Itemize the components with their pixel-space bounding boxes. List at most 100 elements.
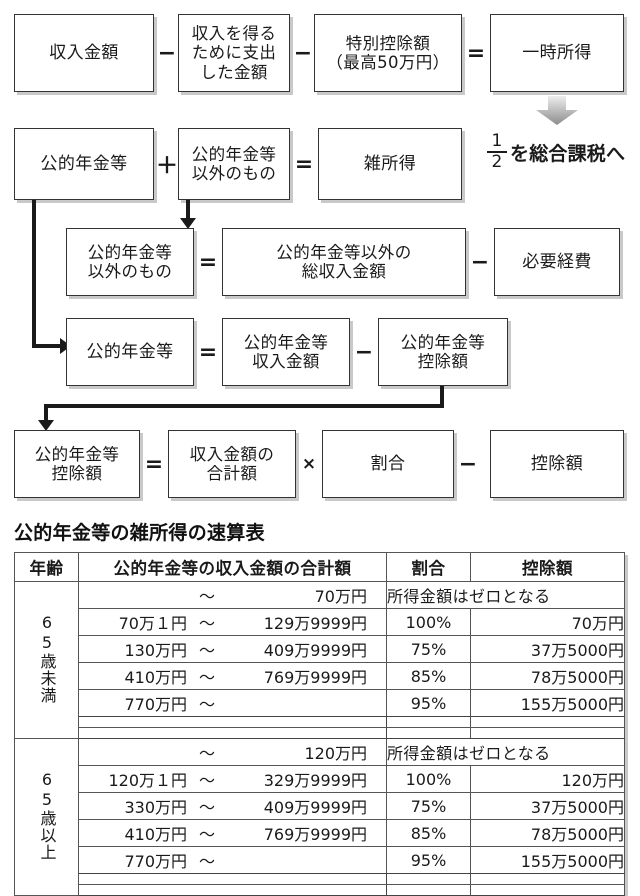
- amount-lower: 410万円: [124, 668, 187, 687]
- box-rate: 割合: [322, 430, 454, 498]
- table-row: 770万円～95%155万5000円: [15, 689, 625, 717]
- table-spacer-row: [15, 716, 625, 728]
- rate-cell: 85%: [386, 819, 471, 847]
- header-deduction: 控除額: [470, 552, 625, 582]
- spacer-cell: [386, 727, 471, 739]
- connector-deduction-vertical-left: [44, 404, 48, 422]
- connector-pension-arrowhead: [60, 338, 71, 354]
- box-pension-deduction-1: 公的年金等 控除額: [378, 318, 508, 386]
- spacer-cell: [386, 716, 471, 728]
- amount-lower: 130万円: [124, 641, 187, 660]
- speed-table: 年齢 公的年金等の収入金額の合計額 割合 控除額 65歳未満～70万円所得金額は…: [14, 552, 625, 896]
- spacer-cell: [470, 716, 625, 728]
- operator-minus-1: −: [157, 40, 177, 66]
- amount-lower: 410万円: [124, 825, 187, 844]
- box-total-income-amount: 収入金額の 合計額: [168, 430, 296, 498]
- amount-cell: 770万円 ～: [78, 846, 387, 874]
- amount-cell: 330万円～409万9999円: [78, 792, 387, 820]
- header-amount: 公的年金等の収入金額の合計額: [78, 552, 387, 582]
- box-special-deduction: 特別控除額 （最高50万円）: [314, 14, 462, 92]
- amount-cell: ～70万円: [78, 581, 387, 609]
- amount-cell: 410万円～769万9999円: [78, 819, 387, 847]
- amount-lower: 120万１円: [108, 771, 187, 790]
- amount-cell: ～ 120万円: [78, 738, 387, 766]
- box-deduction-amount: 控除額: [490, 430, 624, 498]
- fraction-numerator: 1: [491, 130, 503, 151]
- operator-plus-1: ＋: [156, 154, 179, 179]
- header-age: 年齢: [14, 552, 79, 582]
- age-group-cell: 65歳以上: [14, 738, 79, 896]
- rate-cell: 100%: [386, 765, 471, 793]
- fraction-bar: [487, 151, 507, 153]
- table-row: 770万円 ～ 95%155万5000円: [15, 846, 625, 874]
- range-tilde: ～: [198, 771, 215, 790]
- table-heading: 公的年金等の雑所得の速算表: [14, 522, 265, 544]
- age-group-cell: 65歳未満: [14, 581, 79, 739]
- deduction-cell: 37万5000円: [470, 792, 625, 820]
- note-text: を総合課税へ: [510, 142, 626, 165]
- amount-upper: 769万9999円: [263, 668, 367, 687]
- rate-cell: 95%: [386, 846, 471, 874]
- amount-upper: 409万9999円: [263, 641, 367, 660]
- deduction-cell: 70万円: [470, 608, 625, 636]
- box-public-pension-1: 公的年金等: [14, 128, 154, 200]
- box-miscellaneous-income: 雑所得: [318, 128, 462, 200]
- box-necessary-expenses: 必要経費: [494, 228, 620, 296]
- amount-upper: 769万9999円: [263, 825, 367, 844]
- operator-equals-3: =: [198, 249, 218, 275]
- gray-down-arrow-icon: [535, 96, 579, 126]
- amount-upper: 120万円: [304, 744, 367, 763]
- range-tilde: ～: [198, 695, 215, 714]
- amount-lower: 770万円: [124, 695, 187, 714]
- table-header-row: 年齢 公的年金等の収入金額の合計額 割合 控除額: [14, 552, 625, 582]
- rate-cell: 75%: [386, 792, 471, 820]
- table-spacer-row: [15, 873, 625, 885]
- header-rate: 割合: [386, 552, 471, 582]
- rate-cell: 85%: [386, 662, 471, 690]
- range-tilde: ～: [198, 614, 215, 633]
- box-income-amount: 収入金額: [14, 14, 154, 92]
- operator-minus-2: −: [293, 40, 313, 66]
- operator-equals-2: =: [294, 151, 314, 177]
- spacer-cell: [78, 727, 387, 739]
- range-tilde: ～: [198, 641, 215, 660]
- spacer-cell: [78, 873, 387, 885]
- operator-multiply: ×: [301, 454, 317, 474]
- speed-table-wrapper: 年齢 公的年金等の収入金額の合計額 割合 控除額 65歳未満～70万円所得金額は…: [14, 552, 625, 896]
- range-tilde: ～: [198, 852, 215, 871]
- box-expenses-for-income: 収入を得る ために支出 した金額: [178, 14, 290, 92]
- operator-equals-5: =: [144, 451, 164, 477]
- spacer-cell: [470, 884, 625, 896]
- operator-minus-3: −: [470, 249, 490, 275]
- fraction-denominator: 2: [491, 152, 503, 172]
- spacer-cell: [386, 873, 471, 885]
- amount-upper: 329万9999円: [263, 771, 367, 790]
- spacer-cell: [78, 884, 387, 896]
- operator-minus-5: −: [458, 451, 478, 477]
- range-tilde: ～: [198, 744, 215, 763]
- zero-income-note: 所得金額はゼロとなる: [386, 581, 625, 609]
- amount-lower: 770万円: [124, 852, 187, 871]
- deduction-cell: 37万5000円: [470, 635, 625, 663]
- table-row: 65歳未満～70万円所得金額はゼロとなる: [14, 581, 625, 739]
- age-group-label: 65歳以上: [37, 769, 57, 861]
- spacer-cell: [78, 716, 387, 728]
- connector-deduction-horizontal: [44, 404, 444, 408]
- deduction-cell: 155万5000円: [470, 846, 625, 874]
- amount-cell: 130万円 ～ 409万9999円: [78, 635, 387, 663]
- rate-cell: 75%: [386, 635, 471, 663]
- deduction-cell: 155万5000円: [470, 689, 625, 717]
- amount-cell: 410万円～769万9999円: [78, 662, 387, 690]
- age-group-label: 65歳未満: [37, 612, 57, 704]
- operator-minus-4: −: [354, 339, 374, 365]
- zero-income-note: 所得金額はゼロとなる: [386, 738, 625, 766]
- box-pension-deduction-2: 公的年金等 控除額: [14, 430, 140, 498]
- range-tilde: ～: [198, 587, 215, 606]
- table-row: 65歳以上 ～ 120万円所得金額はゼロとなる: [14, 738, 625, 896]
- operator-equals-1: =: [466, 40, 486, 66]
